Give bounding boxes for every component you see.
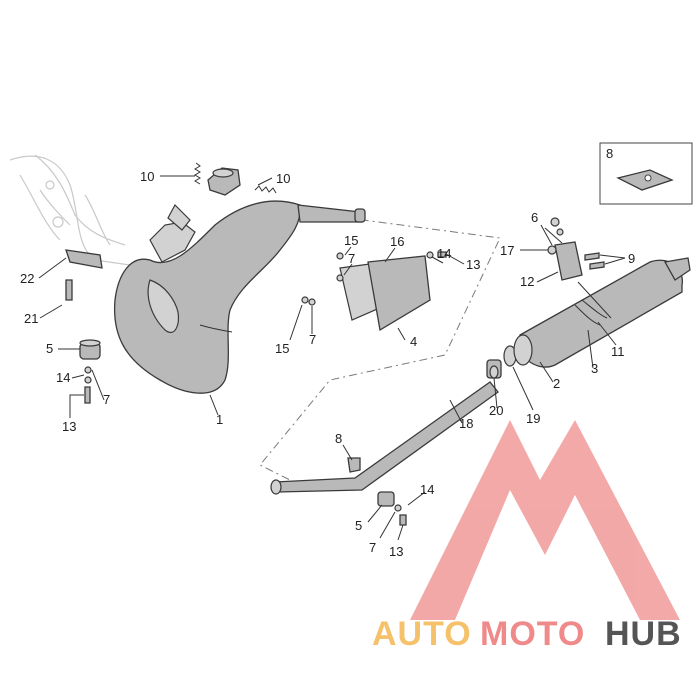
- callout-7: 7: [348, 251, 355, 266]
- callout-17: 17: [500, 243, 514, 258]
- watermark-logo: [410, 420, 680, 620]
- inset-box: [599, 142, 693, 205]
- rubber-mount-lower: [377, 491, 407, 526]
- callout-10: 10: [140, 169, 154, 184]
- bracket-8: [347, 457, 361, 473]
- callout-14: 14: [56, 370, 70, 385]
- callout-4: 4: [410, 334, 417, 349]
- callout-1: 1: [216, 412, 223, 427]
- watermark-moto: MOTO: [480, 615, 585, 653]
- callout-labels: 10 10 22 21 5 14 13 7 1 15 7 16 14 13 4 …: [20, 146, 635, 559]
- callout-12: 12: [520, 274, 534, 289]
- callout-7: 7: [369, 540, 376, 555]
- callout-13: 13: [466, 257, 480, 272]
- callout-6: 6: [531, 210, 538, 225]
- spring-20: [489, 365, 499, 379]
- callout-7: 7: [309, 332, 316, 347]
- callout-20: 20: [489, 403, 503, 418]
- callout-5: 5: [355, 518, 362, 533]
- callout-7: 7: [103, 392, 110, 407]
- callout-11: 11: [611, 344, 625, 359]
- watermark-auto: AUTO: [372, 615, 472, 653]
- callout-13: 13: [62, 419, 76, 434]
- frame-sketch: [9, 154, 131, 266]
- callout-19: 19: [526, 411, 540, 426]
- inset-label-8: 8: [606, 146, 613, 161]
- leader-lines: [38, 175, 626, 541]
- callout-15: 15: [275, 341, 289, 356]
- callout-21: 21: [24, 311, 38, 326]
- bracket-12: [554, 241, 583, 281]
- bolt-21: [65, 279, 73, 301]
- expansion-chamber: [113, 200, 366, 394]
- mount-rubber: [207, 167, 241, 196]
- callout-18: 18: [459, 416, 473, 431]
- callout-5: 5: [46, 341, 53, 356]
- callout-16: 16: [390, 234, 404, 249]
- callout-13: 13: [389, 544, 403, 559]
- callout-2: 2: [553, 376, 560, 391]
- callout-8: 8: [335, 431, 342, 446]
- spring-left: [194, 162, 201, 185]
- watermark-hub: HUB: [605, 615, 682, 653]
- shield-4: [367, 255, 431, 332]
- callout-22: 22: [20, 271, 34, 286]
- callout-9: 9: [628, 251, 635, 266]
- assembly-outline: [259, 214, 501, 481]
- watermark-text: AUTO MOTO HUB: [372, 615, 682, 653]
- callout-14: 14: [420, 482, 434, 497]
- rubber-mount-left: [79, 339, 101, 404]
- callout-15: 15: [344, 233, 358, 248]
- bracket-22: [65, 249, 103, 269]
- silencer: [513, 257, 691, 368]
- callout-10: 10: [276, 171, 290, 186]
- callout-14: 14: [437, 246, 451, 261]
- callout-3: 3: [591, 361, 598, 376]
- spring-right: [254, 185, 277, 194]
